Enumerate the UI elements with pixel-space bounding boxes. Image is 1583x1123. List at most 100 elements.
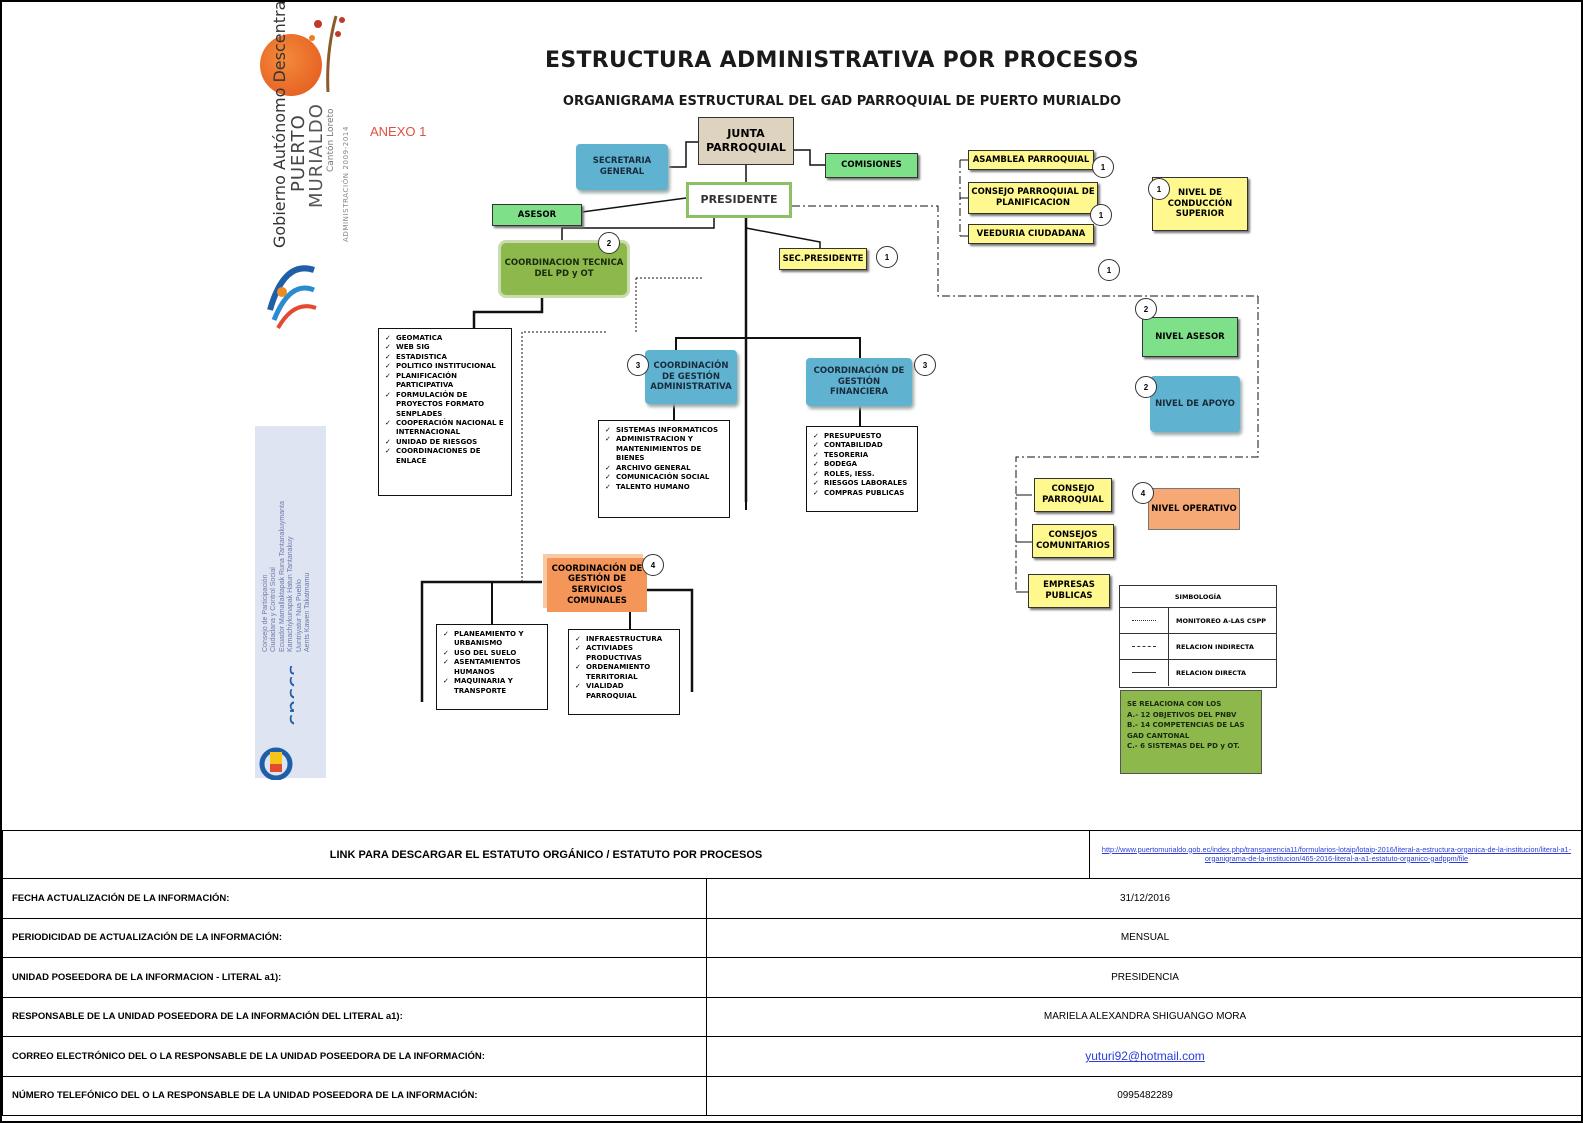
list-item: MAQUINARIA Y TRANSPORTE: [443, 677, 541, 696]
box-consejo-planificacion: CONSEJO PARROQUIAL DE PLANIFICACION: [968, 182, 1098, 214]
level-badge: 3: [914, 354, 936, 376]
list-item: ASENTAMIENTOS HUMANOS: [443, 658, 541, 677]
box-secretaria-general: SECRETARIA GENERAL: [576, 144, 668, 190]
info-label: RESPONSABLE DE LA UNIDAD POSEEDORA DE LA…: [2, 996, 707, 1037]
list-item: BODEGA: [813, 460, 911, 470]
solid-line-icon: [1132, 672, 1156, 673]
table-row: LINK PARA DESCARGAR EL ESTATUTO ORGÁNICO…: [2, 830, 1583, 879]
list-item: ACTIVIADES PRODUCTIVAS: [575, 644, 673, 663]
box-nivel-apoyo: NIVEL DE APOYO: [1150, 376, 1240, 432]
tree-logo-icon: [309, 15, 345, 92]
box-asamblea-parroquial: ASAMBLEA PARROQUIAL: [968, 150, 1094, 170]
list-coordinacion-tecnica: GEOMATICAWEB SIGESTADISTICAPOLITICO INST…: [378, 328, 512, 496]
info-label: NÚMERO TELEFÓNICO DEL O LA RESPONSABLE D…: [2, 1075, 707, 1116]
level-badge: 1: [876, 246, 898, 268]
dashdot-line-icon: [1132, 646, 1156, 647]
level-badge: 1: [1148, 178, 1170, 200]
level-badge: 4: [1132, 482, 1154, 504]
list-item: POLITICO INSTITUCIONAL: [385, 362, 505, 372]
level-badge: 2: [598, 232, 620, 254]
box-comisiones: COMISIONES: [825, 153, 918, 178]
symbology-label: MONITOREO A-LAS CSPP: [1176, 616, 1266, 625]
list-item: COMPRAS PUBLICAS: [813, 489, 911, 499]
statute-download-link[interactable]: http://www.puertomurialdo.gob.ec/index.p…: [1101, 844, 1572, 863]
page-title: ESTRUCTURA ADMINISTRATIVA POR PROCESOS: [545, 48, 1139, 73]
list-item: COMUNICACIÓN SOCIAL: [605, 473, 723, 483]
info-value-cell: 31/12/2016: [706, 878, 1583, 919]
level-badge: 3: [627, 354, 649, 376]
box-nivel-asesor: NIVEL ASESOR: [1142, 317, 1238, 357]
dotted-line-icon: [1132, 620, 1156, 621]
list-item: COORDINACIONES DE ENLACE: [385, 447, 505, 466]
gad-name-line5: ADMINISTRACIÓN 2009-2014: [342, 125, 350, 242]
list-servicios-infraestructura: INFRAESTRUCTURAACTIVIADES PRODUCTIVASORD…: [568, 629, 680, 715]
gad-name-line3: MURIALDO: [306, 103, 327, 208]
table-row: UNIDAD POSEEDORA DE LA INFORMACION - LIT…: [2, 957, 1583, 998]
info-value-cell: 0995482289: [706, 1075, 1583, 1116]
list-item: RIESGOS LABORALES: [813, 479, 911, 489]
email-link[interactable]: yuturi92@hotmail.com: [1085, 1049, 1205, 1064]
box-coordinacion-financiera: COORDINACIÓN DE GESTIÓN FINANCIERA: [806, 358, 912, 406]
list-item: USO DEL SUELO: [443, 649, 541, 659]
cpccs-logo-icon: cpccs: [259, 664, 294, 780]
info-label: CORREO ELECTRÓNICO DEL O LA RESPONSABLE …: [2, 1036, 707, 1077]
relation-note-line: A.- 12 OBJETIVOS DEL PNBV: [1127, 710, 1237, 719]
level-badge: 4: [642, 554, 664, 576]
cpccs-logo-letters: cpccs: [283, 664, 294, 726]
symbology-row: MONITOREO A-LAS CSPP: [1120, 608, 1276, 634]
list-coordinacion-administrativa: SISTEMAS INFORMATICOSADMINISTRACION Y MA…: [598, 420, 730, 518]
list-item: PRESUPUESTO: [813, 432, 911, 442]
connector-lines: [420, 141, 1259, 702]
box-asesor: ASESOR: [492, 204, 582, 226]
list-item: TALENTO HUMANO: [605, 483, 723, 493]
box-coordinacion-servicios-comunales: COORDINACIÓN DE GESTIÓN DE SERVICIOS COM…: [547, 558, 647, 612]
info-value: MENSUAL: [1120, 932, 1170, 944]
cpccs-description: Consejo de Participación Ciudadana y Con…: [262, 501, 311, 652]
annex-label: ANEXO 1: [370, 124, 427, 139]
info-details-table: FECHA ACTUALIZACIÓN DE LA INFORMACIÓN:31…: [2, 878, 1583, 1116]
level-badge: 1: [1092, 156, 1114, 178]
list-item: WEB SIG: [385, 343, 505, 353]
relation-note: SE RELACIONA CON LOS A.- 12 OBJETIVOS DE…: [1120, 690, 1262, 774]
info-value-cell: MENSUAL: [706, 917, 1583, 958]
list-item: SISTEMAS INFORMATICOS: [605, 426, 723, 436]
list-item: GEOMATICA: [385, 334, 505, 344]
list-servicios-urbanismo: PLANEAMIENTO Y URBANISMOUSO DEL SUELOASE…: [436, 624, 548, 710]
info-value-cell: PRESIDENCIA: [706, 957, 1583, 998]
gad-name-line4: Cantón Loreto: [326, 108, 336, 172]
level-badge: 1: [1098, 259, 1120, 281]
box-presidente: PRESIDENTE: [686, 182, 792, 218]
list-item: ORDENAMIENTO TERRITORIAL: [575, 663, 673, 682]
list-item: CONTABILIDAD: [813, 441, 911, 451]
list-item: ESTADISTICA: [385, 353, 505, 363]
table-row: NÚMERO TELEFÓNICO DEL O LA RESPONSABLE D…: [2, 1075, 1583, 1116]
table-row: FECHA ACTUALIZACIÓN DE LA INFORMACIÓN:31…: [2, 878, 1583, 919]
symbology-title: SIMBOLOGÍA: [1120, 586, 1276, 608]
relation-note-line: C.- 6 SISTEMAS DEL PD y OT.: [1127, 742, 1240, 750]
list-coordinacion-financiera: PRESUPUESTOCONTABILIDADTESORERIABODEGARO…: [806, 426, 918, 512]
symbology-label: RELACION DIRECTA: [1176, 669, 1247, 677]
link-label: LINK PARA DESCARGAR EL ESTATUTO ORGÁNICO…: [2, 830, 1090, 879]
info-value-cell: yuturi92@hotmail.com: [706, 1036, 1583, 1077]
symbology-legend: SIMBOLOGÍA MONITOREO A-LAS CSPP RELACION…: [1119, 585, 1277, 688]
gad-sun-logo-icon: [260, 34, 322, 96]
info-value: PRESIDENCIA: [1111, 971, 1179, 983]
list-item: FORMULACIÓN DE PROYECTOS FORMATO SENPLAD…: [385, 391, 505, 419]
list-item: TESORERIA: [813, 451, 911, 461]
info-label: UNIDAD POSEEDORA DE LA INFORMACION - LIT…: [2, 957, 707, 998]
list-item: PLANEAMIENTO Y URBANISMO: [443, 630, 541, 649]
info-table: LINK PARA DESCARGAR EL ESTATUTO ORGÁNICO…: [2, 830, 1583, 879]
organigram: Gobierno Autónomo Descentralizado PUERTO…: [2, 0, 1583, 830]
info-value: MARIELA ALEXANDRA SHIGUANGO MORA: [1043, 1011, 1247, 1023]
list-item: COOPERACIÓN NACIONAL E INTERNACIONAL: [385, 419, 505, 438]
relation-note-line: SE RELACIONA CON LOS: [1127, 700, 1222, 708]
box-veeduria-ciudadana: VEEDURIA CIUDADANA: [968, 224, 1094, 244]
level-badge: 2: [1135, 376, 1157, 398]
box-consejos-comunitarios: CONSEJOS COMUNITARIOS: [1032, 524, 1114, 558]
info-label: FECHA ACTUALIZACIÓN DE LA INFORMACIÓN:: [2, 878, 707, 919]
table-row: CORREO ELECTRÓNICO DEL O LA RESPONSABLE …: [2, 1036, 1583, 1077]
link-cell: http://www.puertomurialdo.gob.ec/index.p…: [1089, 830, 1583, 879]
cpccs-logo-panel: [255, 426, 326, 778]
info-label: PERIODICIDAD DE ACTUALIZACIÓN DE LA INFO…: [2, 917, 707, 958]
